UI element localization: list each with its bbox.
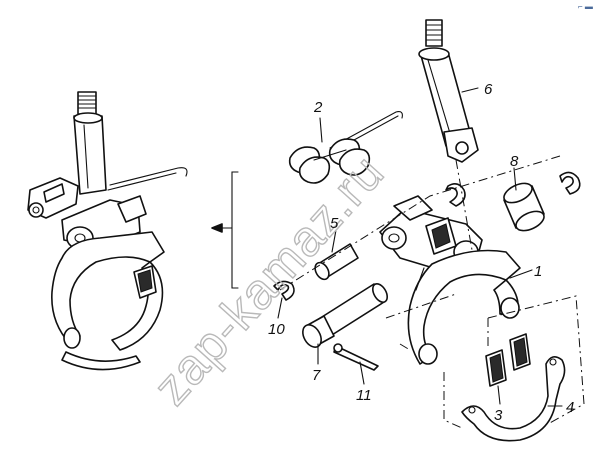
pin-part-5 <box>314 243 359 281</box>
callout-5: 5 <box>330 215 339 232</box>
axle-part-7 <box>302 283 389 348</box>
callout-1: 1 <box>534 263 542 280</box>
assembled-shift-fork <box>27 91 188 371</box>
callout-7: 7 <box>312 367 321 384</box>
bushing-part-8 <box>503 182 545 232</box>
assembly-centerlines <box>279 155 585 429</box>
corner-mark: ⌐ ▬ <box>578 2 593 11</box>
circlip-upper-right <box>559 171 581 195</box>
lever-shaft-part-6 <box>418 19 479 163</box>
leader-lines <box>277 87 563 407</box>
callout-6: 6 <box>484 81 493 98</box>
circlip-part-10 <box>273 280 295 301</box>
clamp-band-part-4 <box>461 356 566 442</box>
callout-3: 3 <box>494 407 503 424</box>
callout-11: 11 <box>356 387 372 404</box>
reference-bracket <box>211 171 239 289</box>
watermark: zap-kamaz.ru <box>143 144 395 415</box>
callout-8: 8 <box>510 153 519 170</box>
spring-part-2 <box>288 111 403 184</box>
circlip-upper-left <box>445 182 466 207</box>
cotter-pin-part-11 <box>333 343 379 371</box>
callout-4: 4 <box>566 399 574 416</box>
slide-pads-part-3 <box>485 333 531 387</box>
callout-10: 10 <box>268 321 285 338</box>
callout-2: 2 <box>313 99 323 116</box>
shift-fork-part-1 <box>379 195 521 365</box>
